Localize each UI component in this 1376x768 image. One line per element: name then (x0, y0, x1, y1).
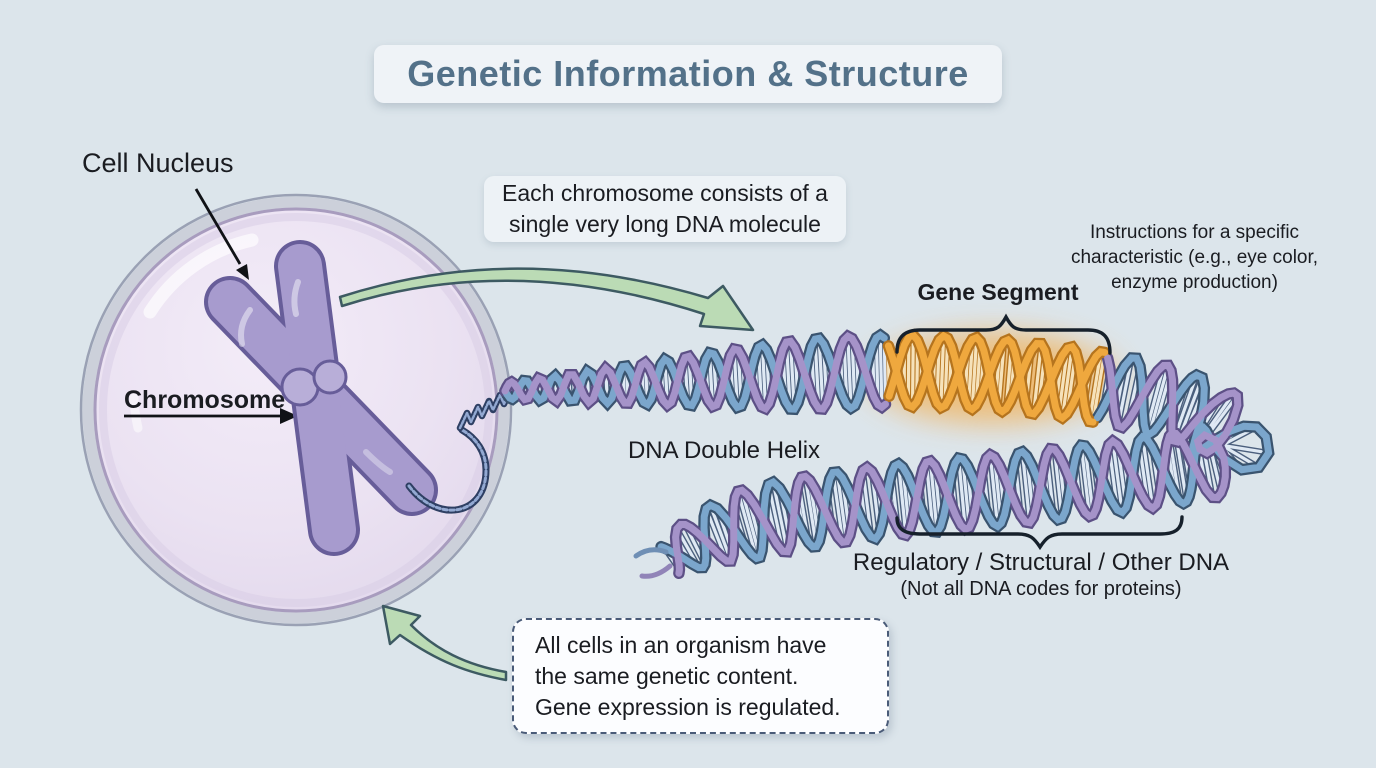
chromosome-dna-note: Each chromosome consists of a single ver… (484, 176, 846, 242)
chromatin-coil-light (458, 387, 513, 430)
fray-strand (639, 563, 673, 579)
gene-expression-note: All cells in an organism have the same g… (512, 618, 889, 734)
title-banner: Genetic Information & Structure (374, 45, 1002, 103)
centromere (280, 367, 320, 407)
gene-segment-label: Gene Segment (917, 279, 1079, 305)
cell-highlight-small (129, 393, 143, 433)
note-line: characteristic (e.g., eye color, (1070, 247, 1319, 268)
centromere (312, 359, 348, 395)
dna-strand (884, 331, 1097, 426)
chromosome-highlight (363, 449, 393, 475)
arrowhead-icon (236, 264, 249, 280)
dna-strand (501, 330, 1273, 572)
cell-membrane-band (82, 196, 510, 624)
note-line: All cells in an organism have (535, 631, 827, 658)
chromosome-to-dna-arrow (338, 267, 755, 332)
gene-function-note: Instructions for a specific characterist… (1037, 220, 1352, 295)
note-line: the same genetic content. (535, 662, 799, 689)
pointer-line (194, 188, 242, 265)
cell-highlight (143, 233, 259, 319)
note-line: Instructions for a specific (1089, 222, 1300, 243)
regulatory-dna-subnote: (Not all DNA codes for proteins) (900, 578, 1182, 600)
cell-nucleus-label: Cell Nucleus (82, 148, 234, 178)
chromosome-label: Chromosome (124, 386, 286, 414)
note-line: enzyme production) (1111, 272, 1278, 293)
chromosome-highlight (291, 279, 301, 317)
chromosome-pointer-arrow (124, 408, 298, 424)
note-line: Each chromosome consists of a (502, 180, 828, 206)
cell-outer-membrane (79, 193, 513, 627)
dna-double-helix-label: DNA Double Helix (627, 437, 821, 464)
note-line: single very long DNA molecule (509, 211, 821, 237)
chromatin-thread (405, 385, 515, 514)
dna-double-helix-illustration (499, 328, 1275, 580)
dna-frayed-end (633, 547, 673, 579)
cell-nucleus-pointer-arrow (194, 188, 249, 280)
dna-strand (885, 331, 1109, 423)
chromosome-arm (278, 244, 356, 552)
arrowhead-icon (280, 408, 298, 424)
dna-strand (501, 332, 1242, 577)
chromosome-illustration (204, 240, 438, 556)
note-to-cell-arrow (381, 604, 508, 682)
cell-inner-rim (99, 213, 493, 607)
gene-segment-brace (895, 313, 1112, 355)
thread-curve-light (407, 428, 488, 512)
chromosome-highlight (238, 307, 253, 347)
fray-strand (633, 547, 669, 559)
note-line: Gene expression is regulated. (535, 693, 841, 720)
page-title: Genetic Information & Structure (407, 53, 969, 94)
regulatory-dna-label: Regulatory / Structural / Other DNA (852, 549, 1230, 576)
dna-rung-gene (886, 340, 1106, 417)
regulatory-dna-brace (895, 515, 1184, 551)
